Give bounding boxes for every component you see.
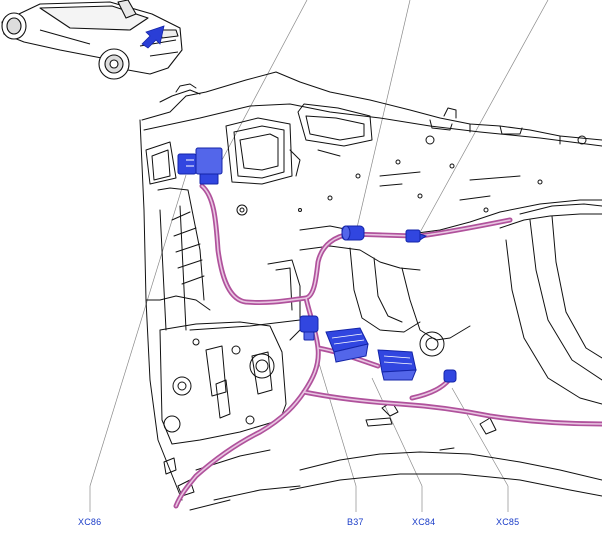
leader-lines xyxy=(89,0,549,512)
vehicle-body-structure xyxy=(139,71,602,511)
wiring-harness xyxy=(173,183,602,509)
connector-xc86 xyxy=(177,147,223,185)
connector-upper-right xyxy=(405,229,428,243)
direction-arrow-icon xyxy=(141,25,165,49)
connector-xc84 xyxy=(325,327,369,363)
connector-right-small xyxy=(443,369,457,383)
callout-label-xc85: XC85 xyxy=(496,517,520,527)
callout-label-xc84: XC84 xyxy=(412,517,436,527)
connector-xc85 xyxy=(377,349,417,381)
connector-upper-center xyxy=(341,225,365,241)
callout-label-xc86: XC86 xyxy=(78,517,102,527)
callout-label-b37: B37 xyxy=(347,517,364,527)
car-orientation-icon xyxy=(1,0,183,80)
connector-b37 xyxy=(299,315,319,341)
